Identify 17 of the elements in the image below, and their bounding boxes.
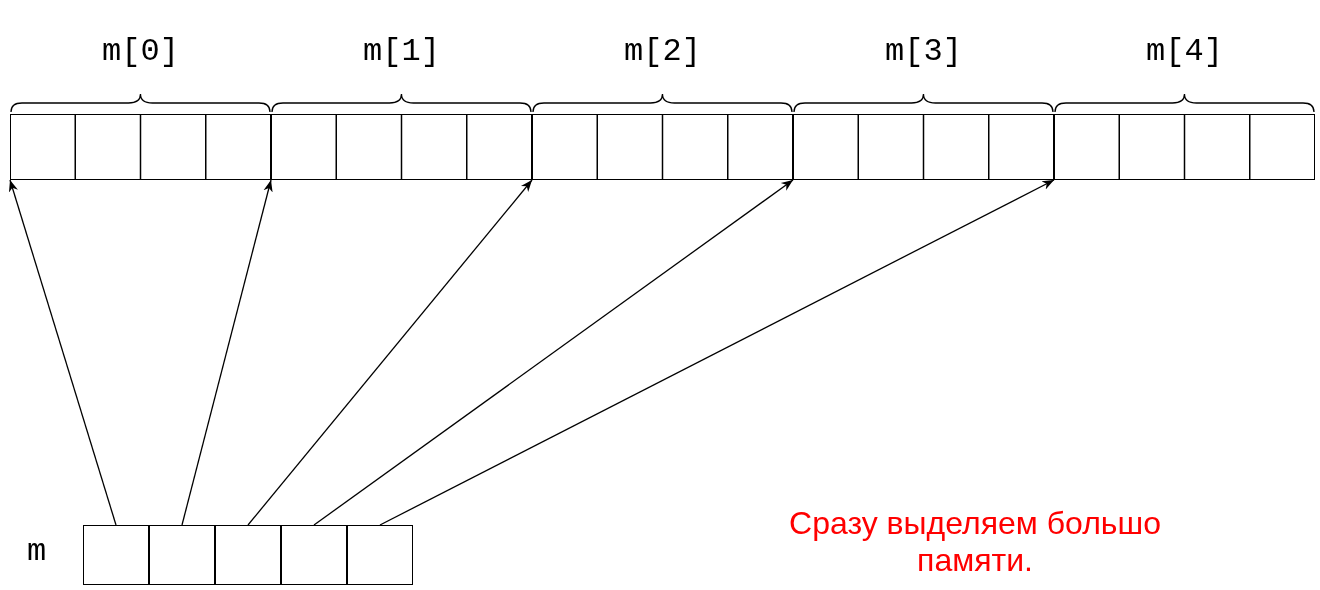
- array-name: m: [27, 533, 47, 570]
- index-label: m[3]: [884, 33, 963, 70]
- index-label: m[1]: [362, 33, 441, 70]
- note-text: Сразу выделяем большо памяти.: [788, 505, 1162, 579]
- arrow: [8, 179, 117, 526]
- pointer-cell: [347, 525, 413, 585]
- pointer-cell: [215, 525, 281, 585]
- index-label: m[4]: [1145, 33, 1224, 70]
- arrow: [247, 179, 533, 526]
- arrow: [379, 179, 1055, 526]
- arrow: [313, 179, 794, 526]
- pointer-cell: [149, 525, 215, 585]
- pointer-cell: [83, 525, 149, 585]
- index-label: m[2]: [623, 33, 702, 70]
- arrow: [181, 179, 273, 526]
- pointer-cell: [281, 525, 347, 585]
- index-label: m[0]: [101, 33, 180, 70]
